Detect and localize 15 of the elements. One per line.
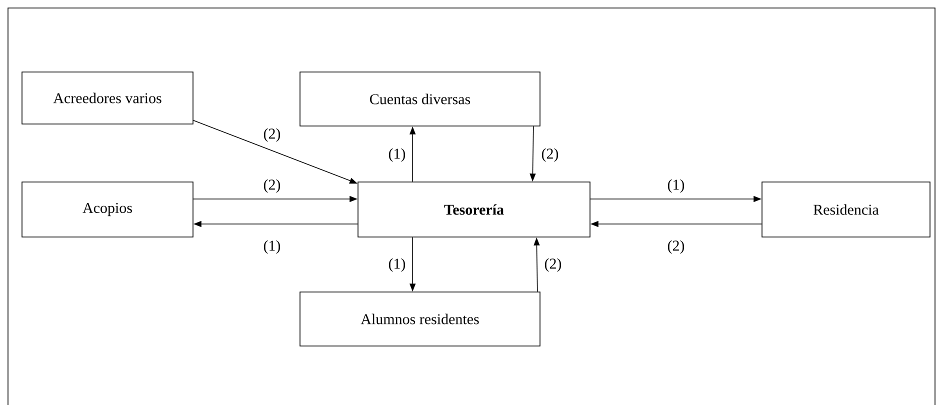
- process-box: Acopios: [22, 182, 194, 238]
- edge-label: (1): [666, 178, 686, 194]
- process-box: Alumnos residentes: [300, 292, 540, 346]
- edge-label: (1): [387, 257, 407, 273]
- edge-label: (1): [387, 147, 407, 163]
- edge-label: (2): [666, 239, 686, 255]
- edge-label: (1): [262, 239, 282, 255]
- process-box: Tesorería: [358, 182, 590, 238]
- edge-label: (2): [540, 147, 560, 163]
- process-box: Cuentas diversas: [300, 72, 540, 126]
- process-box: Acreedores varios: [22, 72, 194, 124]
- edge-label: (2): [543, 257, 563, 273]
- edge-label: (2): [262, 178, 282, 194]
- edge-label: (2): [262, 127, 282, 143]
- process-box: Residencia: [762, 182, 930, 238]
